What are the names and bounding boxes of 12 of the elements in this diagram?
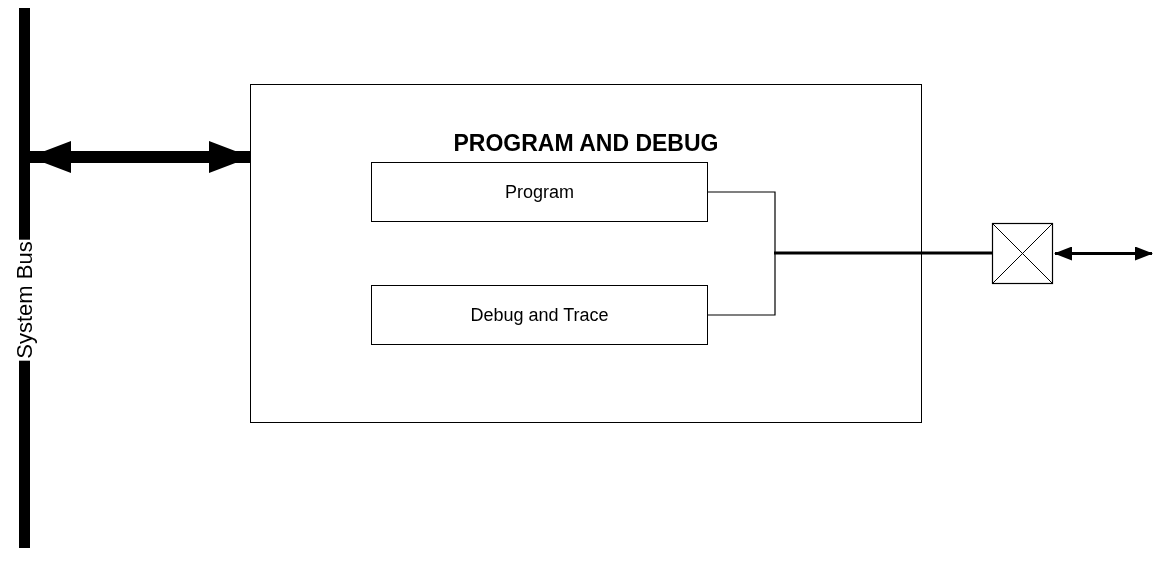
arrow	[1054, 246, 1153, 261]
connector-line	[707, 252, 776, 316]
connector-line	[707, 191, 776, 254]
box-label: Program	[505, 181, 574, 203]
block-title: PROGRAM AND DEBUG	[452, 131, 720, 157]
arrow	[29, 141, 251, 173]
pin-symbol	[992, 223, 1053, 284]
process-box	[371, 162, 708, 222]
process-box	[371, 285, 708, 345]
box-label: Debug and Trace	[470, 304, 609, 326]
connector-line	[774, 251, 992, 255]
block-box	[250, 84, 922, 423]
